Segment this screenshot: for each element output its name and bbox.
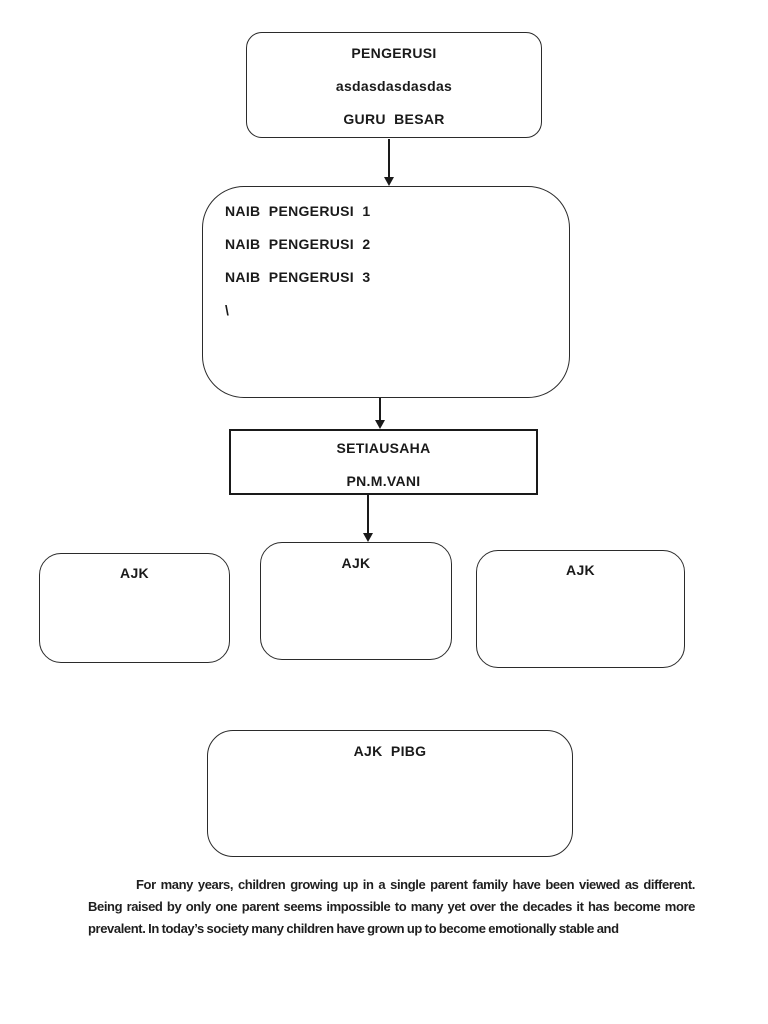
setiausaha-title: SETIAUSAHA [336, 440, 431, 456]
naib-pengerusi-2: NAIB PENGERUSI 2 [225, 236, 371, 252]
arrow-line [388, 139, 390, 177]
arrow-naib-to-setiausaha [374, 398, 386, 429]
naib-pengerusi-1: NAIB PENGERUSI 1 [225, 203, 371, 219]
ajk-right-label: AJK [566, 562, 595, 578]
arrow-line [379, 398, 381, 420]
paragraph-line-2: Being raised by only one parent seems im… [88, 899, 695, 914]
naib-pengerusi-stray-backslash: \ [225, 302, 230, 318]
ajk-left-label: AJK [120, 565, 149, 581]
arrow-head-icon [363, 533, 373, 542]
arrow-line [367, 495, 369, 533]
org-node-ajk-left: AJK [39, 553, 230, 663]
paragraph-line-3: prevalent. In today’s society many child… [88, 921, 619, 936]
naib-pengerusi-3: NAIB PENGERUSI 3 [225, 269, 371, 285]
pengerusi-title: PENGERUSI [351, 45, 437, 61]
paragraph-line-1: For many years, children growing up in a… [136, 877, 695, 892]
pengerusi-name: asdasdasdasdas [335, 78, 453, 94]
org-node-ajk-middle: AJK [260, 542, 452, 660]
arrow-head-icon [384, 177, 394, 186]
org-node-setiausaha: SETIAUSAHA PN.M.VANI [229, 429, 538, 495]
arrow-setiausaha-to-ajk [362, 495, 374, 542]
org-node-ajk-right: AJK [476, 550, 685, 668]
arrow-head-icon [375, 420, 385, 429]
pengerusi-role: GURU BESAR [343, 111, 445, 127]
org-node-ajk-pibg: AJK PIBG [207, 730, 573, 857]
org-node-naib-pengerusi: NAIB PENGERUSI 1 NAIB PENGERUSI 2 NAIB P… [202, 186, 570, 398]
ajk-pibg-label: AJK PIBG [353, 743, 427, 759]
org-node-pengerusi: PENGERUSI asdasdasdasdas GURU BESAR [246, 32, 542, 138]
setiausaha-name: PN.M.VANI [346, 473, 421, 489]
essay-paragraph: For many years, children growing up in a… [88, 874, 695, 940]
ajk-middle-label: AJK [341, 555, 371, 571]
arrow-pengerusi-to-naib [383, 139, 395, 186]
